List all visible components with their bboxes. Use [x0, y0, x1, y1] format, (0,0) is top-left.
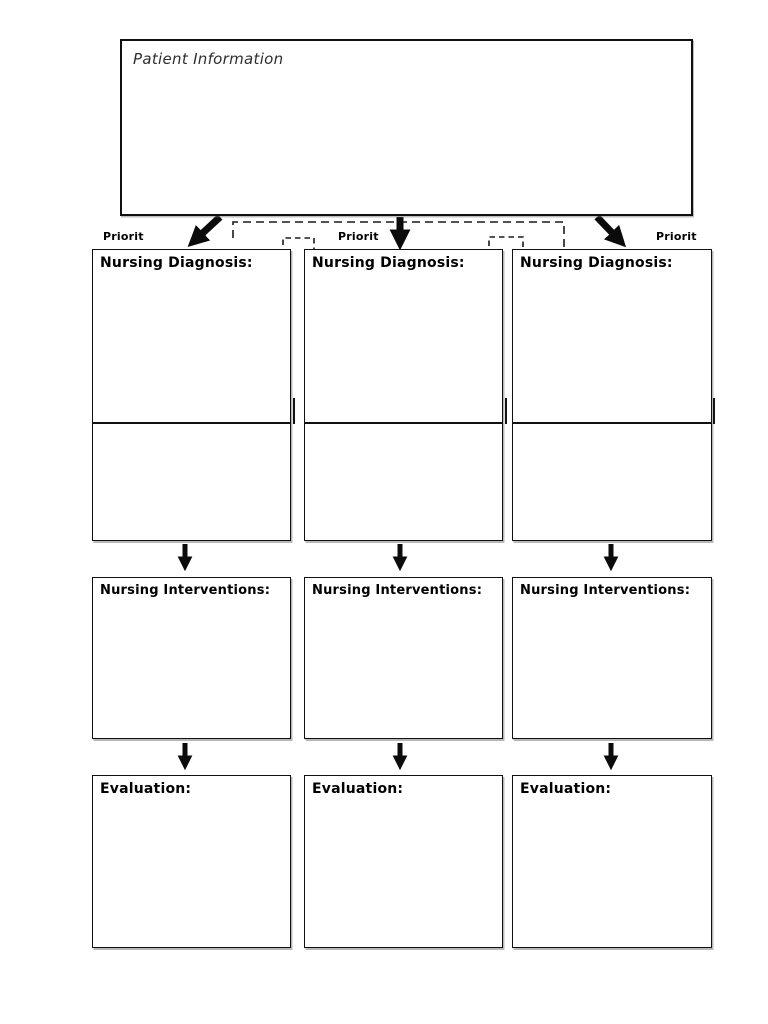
evaluation-box: Evaluation: [512, 775, 712, 948]
evaluation-label: Evaluation: [312, 781, 404, 797]
dashed-bracket-small-right [488, 236, 524, 249]
nursing-diagnosis-box: Nursing Diagnosis: [512, 249, 712, 423]
supporting-data-box [512, 423, 712, 541]
evaluation-label: Evaluation: [100, 781, 192, 797]
nursing-interventions-label: Nursing Interventions: [312, 583, 483, 598]
evaluation-label: Evaluation: [520, 781, 612, 797]
patient-information-label: Patient Information [133, 50, 284, 68]
nursing-interventions-label: Nursing Interventions: [100, 583, 271, 598]
priority-label: Priorit [338, 230, 379, 243]
dashed-bracket-large [232, 221, 565, 248]
patient-information-box: Patient Information [120, 39, 693, 216]
nursing-interventions-label: Nursing Interventions: [520, 583, 691, 598]
nursing-diagnosis-box: Nursing Diagnosis: [304, 249, 503, 423]
priority-label: Priorit [103, 230, 144, 243]
evaluation-box: Evaluation: [304, 775, 503, 948]
priority-label: Priorit [656, 230, 697, 243]
nursing-diagnosis-label: Nursing Diagnosis: [520, 255, 673, 271]
evaluation-box: Evaluation: [92, 775, 291, 948]
box-edge-sliver [713, 398, 715, 424]
nursing-diagnosis-label: Nursing Diagnosis: [312, 255, 465, 271]
supporting-data-box [92, 423, 291, 541]
arrow-down-left-icon [187, 214, 223, 247]
arrow-down-right-icon [594, 214, 627, 248]
nursing-interventions-box: Nursing Interventions: [304, 577, 503, 739]
nursing-diagnosis-label: Nursing Diagnosis: [100, 255, 253, 271]
supporting-data-box [304, 423, 503, 541]
box-edge-sliver [292, 398, 295, 424]
nursing-interventions-box: Nursing Interventions: [92, 577, 291, 739]
nursing-interventions-box: Nursing Interventions: [512, 577, 712, 739]
box-edge-sliver [504, 398, 507, 424]
nursing-diagnosis-box: Nursing Diagnosis: [92, 249, 291, 423]
dashed-bracket-small-left [282, 237, 315, 249]
